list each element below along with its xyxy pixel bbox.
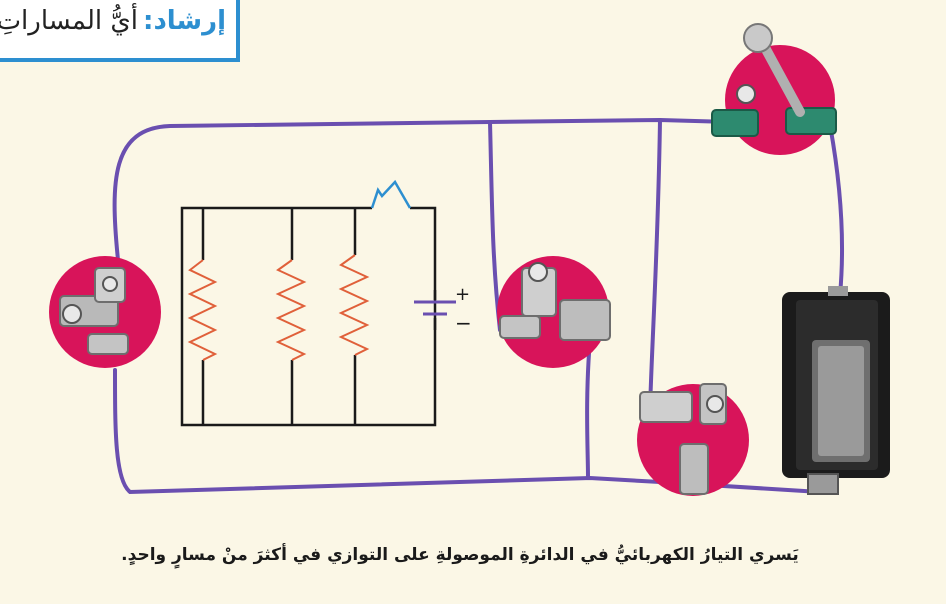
switch-symbol [370,179,412,209]
wire-branch-1 [488,120,502,332]
bulb-holder-middle [497,256,611,368]
hint-label: إرشاد: [143,6,226,36]
wire-right [828,123,844,297]
battery-holder [782,286,890,495]
resistor-1 [187,259,218,361]
wire-branch-1-low [585,338,592,480]
resistor-symbols [187,254,370,361]
battery-symbol [414,300,456,316]
figure-caption: يَسري التيارُ الكهربائيُّ في الدائرةِ ال… [121,545,799,565]
wire-branch-2 [648,118,662,412]
hint-text: أيُّ المساراتِ [0,6,138,36]
hint-box: إرشاد: أيُّ المساراتِ [0,0,240,62]
plus-sign: + [455,284,470,305]
bulb-holder-lower [637,383,749,496]
minus-sign: − [455,311,472,335]
wire-top [112,117,732,262]
wires [112,117,844,495]
resistor-2 [275,259,307,361]
bulb-holder-left [49,256,161,368]
knife-switch [711,23,837,155]
parallel-circuit-schematic [180,179,437,427]
wire-left [113,368,822,495]
resistor-3 [338,254,370,356]
